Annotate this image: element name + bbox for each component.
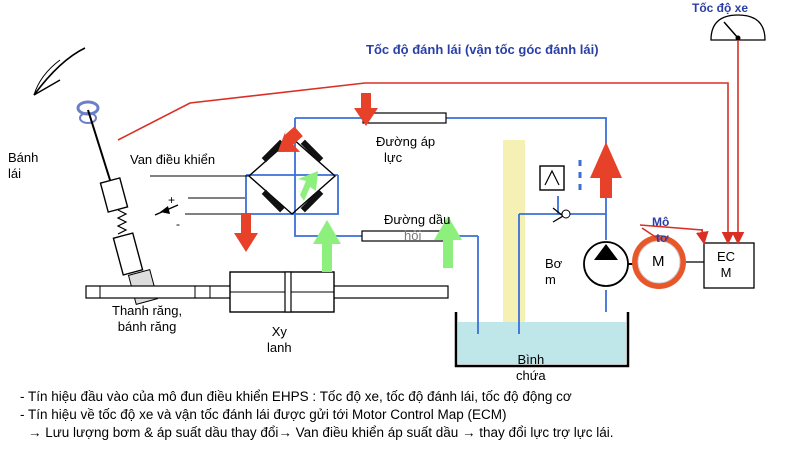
cylinder-label: Xy lanh xyxy=(267,324,292,356)
note-line-1: - Tín hiệu đầu vào của mô đun điều khiển… xyxy=(20,389,572,404)
return-label-line1: Đường dầu xyxy=(384,212,451,227)
vehicle-speed-label: Tốc độ xe xyxy=(692,1,749,15)
motor-label-line1: Mô xyxy=(652,215,670,229)
control-valve-label: Van điều khiển xyxy=(130,152,216,167)
wheel-label: Bánh lái xyxy=(8,150,38,182)
pressure-label-line2: lực xyxy=(384,150,403,165)
wheel-label-line2: lái xyxy=(8,166,22,181)
note-line-2: - Tín hiệu về tốc độ xe và vận tốc đánh … xyxy=(20,407,507,422)
notes-block: - Tín hiệu đầu vào của mô đun điều khiển… xyxy=(20,388,614,442)
highlight-band xyxy=(503,140,525,350)
ecm-label-line1: EC xyxy=(717,249,736,264)
steering-wheel xyxy=(33,47,179,305)
cylinder-label-line2: lanh xyxy=(267,340,292,355)
valve-elements xyxy=(261,139,324,213)
motor-symbol: M xyxy=(652,253,665,270)
speedometer xyxy=(710,14,766,41)
pump xyxy=(583,241,644,287)
pump-label-line2: m xyxy=(545,272,556,287)
tank-outline xyxy=(454,312,630,368)
motor-label-line2: tơ xyxy=(656,231,669,245)
pressure-arrows xyxy=(234,93,622,252)
rack-label-line1: Thanh răng, xyxy=(112,303,183,318)
pressure-line-label: Đường áp lực xyxy=(376,134,435,166)
motor-label: Mô tơ xyxy=(652,214,669,246)
note-line-3: → Lưu lượng bơm & áp suất dầu thay đổi→ … xyxy=(28,425,614,440)
wheel-label-line1: Bánh xyxy=(8,150,39,165)
ecm-label-line2: M xyxy=(720,265,732,280)
return-arrows xyxy=(298,171,462,272)
steer-speed-label: Tốc độ đánh lái (vận tốc góc đánh lái) xyxy=(366,42,599,57)
pump-label-line1: Bơ xyxy=(545,256,563,271)
rack-label-line2: bánh răng xyxy=(117,319,177,334)
rack-label: Thanh răng, bánh răng xyxy=(112,303,182,335)
minus-sign: - xyxy=(176,217,180,231)
tank-fluid xyxy=(458,322,626,364)
return-line-label: Đường dầu hồi xyxy=(384,212,450,244)
rack-and-cylinder xyxy=(85,271,449,313)
control-valve-bridge xyxy=(247,137,337,215)
ecm-label: EC M xyxy=(717,249,735,281)
cylinder-label-line1: Xy xyxy=(271,324,287,339)
plus-sign: + xyxy=(168,193,176,207)
tank-label-line2: chứa xyxy=(516,368,546,383)
pump-label: Bơ m xyxy=(545,256,562,288)
tank-label: Bình chứa xyxy=(516,352,546,384)
valve-lines xyxy=(150,175,249,215)
pressure-pipe xyxy=(362,112,447,124)
motor xyxy=(632,235,686,289)
return-label-line2: hồi xyxy=(404,228,422,243)
signal-lines xyxy=(117,40,745,245)
tank-label-line1: Bình xyxy=(517,352,545,367)
relief-valve xyxy=(539,160,582,223)
pressure-label-line1: Đường áp xyxy=(376,134,436,149)
